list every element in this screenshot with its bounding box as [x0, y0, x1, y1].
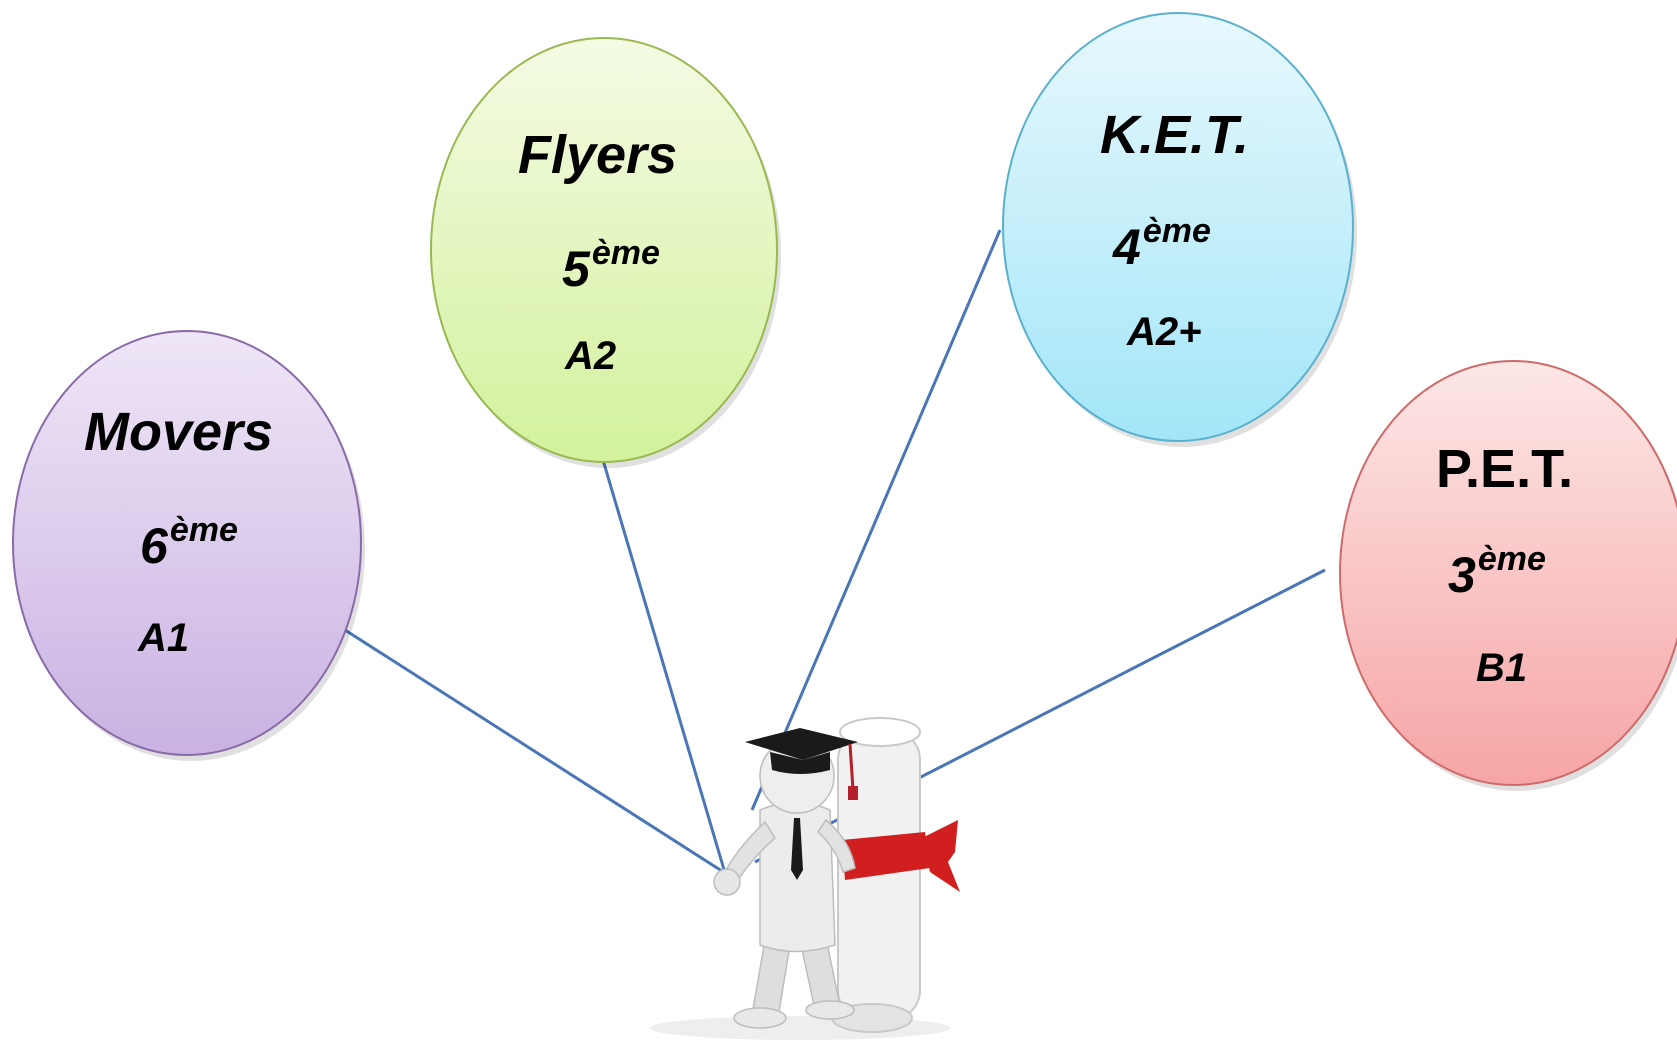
movers-grade: 6ème — [140, 513, 238, 571]
movers-name: Movers — [84, 402, 274, 462]
flyers-grade-sup: ème — [591, 234, 660, 272]
pet-level: B1 — [1476, 646, 1528, 690]
ket-grade-num: 4 — [1113, 219, 1141, 275]
string-flyers — [601, 459, 727, 874]
ket-level: A2+ — [1127, 310, 1202, 354]
flyers-level: A2 — [565, 334, 617, 378]
graduate-figure-icon — [650, 717, 960, 1040]
pet-name: P.E.T. — [1436, 439, 1574, 499]
flyers-name: Flyers — [518, 125, 678, 185]
movers-level: A1 — [138, 616, 190, 660]
movers-balloon — [12, 330, 362, 756]
ket-name: K.E.T. — [1100, 105, 1250, 165]
ket-grade-sup: ème — [1142, 212, 1211, 250]
flyers-balloon — [430, 37, 778, 463]
flyers-grade-num: 5 — [562, 241, 590, 297]
balloons-group — [12, 12, 1677, 791]
movers-grade-num: 6 — [140, 518, 168, 574]
flyers-grade: 5ème — [562, 236, 660, 294]
pet-grade-num: 3 — [1448, 547, 1476, 603]
ket-balloon — [1002, 12, 1354, 442]
movers-grade-sup: ème — [169, 511, 238, 549]
pet-grade: 3ème — [1448, 542, 1546, 600]
pet-balloon — [1339, 360, 1677, 786]
string-ket — [750, 229, 1002, 811]
pet-grade-sup: ème — [1477, 540, 1546, 578]
string-movers — [344, 628, 726, 875]
ket-grade: 4ème — [1113, 214, 1211, 272]
